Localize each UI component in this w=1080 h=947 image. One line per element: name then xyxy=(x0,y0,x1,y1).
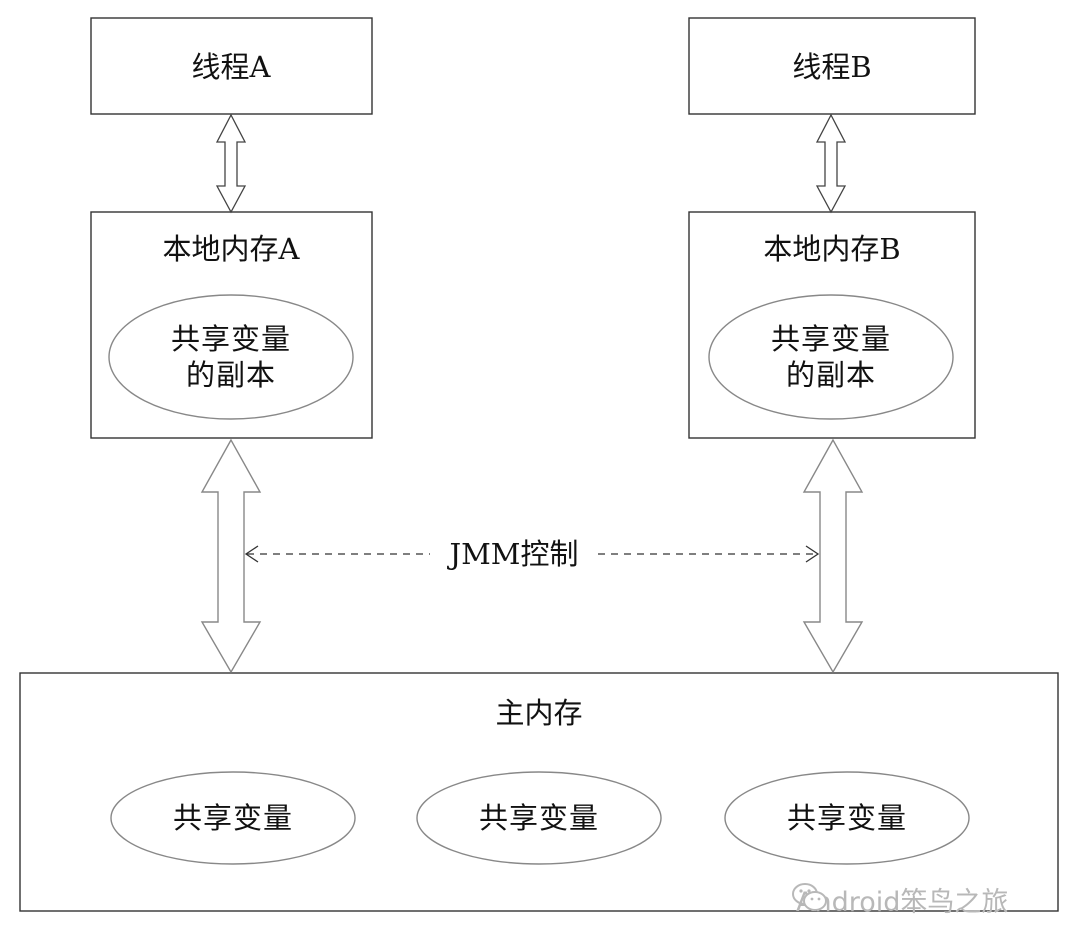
control-arrowhead-right xyxy=(805,545,820,563)
shared-var-text-1: 共享变量 xyxy=(172,800,294,835)
arrow-thread-a-local-a xyxy=(215,113,247,214)
shared-var-oval-2 xyxy=(416,771,662,865)
thread-b-label: 线程B xyxy=(792,49,872,84)
arrow-local-b-main xyxy=(802,438,864,674)
shared-var-oval-3 xyxy=(724,771,970,865)
copy-text-a: 共享变量 的副本 xyxy=(171,321,291,394)
thread-a-box xyxy=(90,17,373,115)
copy-oval-b xyxy=(708,294,954,420)
watermark: Android笨鸟之旅 xyxy=(790,880,1008,919)
arrow-thread-b-local-b xyxy=(815,113,847,214)
shared-var-text-3: 共享变量 xyxy=(786,800,908,835)
copy-text-a-line2: 的副本 xyxy=(185,358,277,392)
control-arrowhead-left xyxy=(244,545,259,563)
watermark-text: Android笨鸟之旅 xyxy=(796,887,1009,918)
thread-b-box xyxy=(688,17,976,115)
copy-oval-a xyxy=(108,294,354,420)
shared-var-oval-1 xyxy=(110,771,356,865)
thread-a-label: 线程A xyxy=(191,49,271,84)
jmm-control-label: JMM控制 xyxy=(443,535,585,573)
copy-text-a-line1: 共享变量 xyxy=(170,321,292,356)
arrow-local-a-main xyxy=(200,438,262,674)
shared-var-text-2: 共享变量 xyxy=(478,800,600,835)
main-memory-label: 主内存 xyxy=(495,695,583,730)
local-memory-a-label: 本地内存A xyxy=(162,231,300,266)
copy-text-b: 共享变量 的副本 xyxy=(771,321,891,394)
copy-text-b-line2: 的副本 xyxy=(785,358,877,392)
copy-text-b-line1: 共享变量 xyxy=(770,321,892,356)
local-memory-b-label: 本地内存B xyxy=(763,231,901,266)
